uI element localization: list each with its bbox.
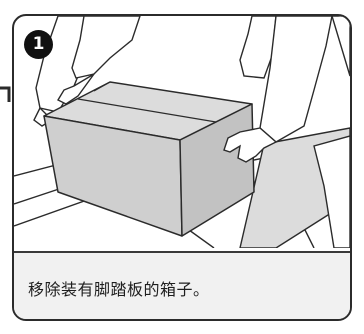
illustration-unbox-pedals — [14, 16, 350, 248]
hands — [57, 73, 278, 163]
right-hand — [223, 127, 278, 163]
right-person — [239, 16, 350, 248]
cardboard-box — [43, 81, 255, 237]
caption-area: 移除装有脚踏板的箱子。 — [14, 251, 350, 319]
instruction-caption: 移除装有脚踏板的箱子。 — [28, 280, 210, 299]
step-number-badge: 1 — [24, 30, 53, 59]
instruction-panel: 1 移除装有脚踏板的箱子。 — [12, 14, 352, 321]
cord-fragment — [0, 86, 11, 102]
left-hand — [57, 73, 95, 105]
